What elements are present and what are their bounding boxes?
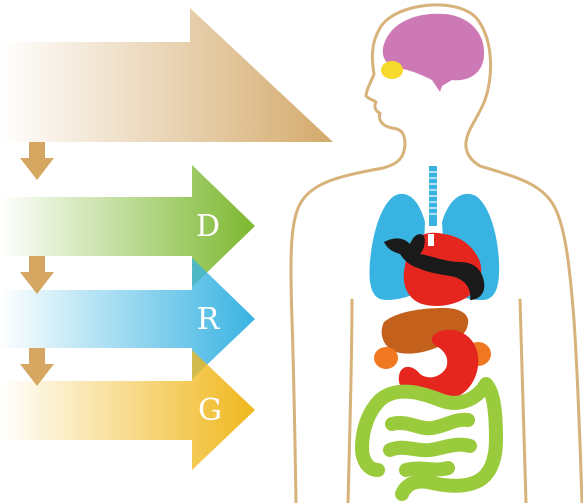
- step-arrow-3: [20, 348, 54, 386]
- heart-vessels: [384, 234, 485, 300]
- yellow-arrow: G: [0, 350, 255, 470]
- green-arrow: D: [0, 165, 255, 287]
- step-arrow-2: [20, 256, 54, 294]
- step-arrow-1: [20, 142, 54, 180]
- stomach: [398, 329, 479, 401]
- yellow-arrow-label: G: [198, 393, 222, 428]
- spleen: [374, 347, 398, 369]
- brain: [382, 13, 485, 93]
- green-arrow-label: D: [196, 209, 220, 244]
- body-outline: [289, 3, 583, 503]
- aorta-highlight: [428, 234, 434, 246]
- blue-arrow-label: R: [197, 302, 221, 337]
- intestines: [355, 377, 503, 501]
- top-tan-arrow: [0, 8, 333, 142]
- blue-arrow: R: [0, 258, 255, 379]
- trachea: [429, 166, 437, 226]
- pituitary-gland: [381, 61, 403, 79]
